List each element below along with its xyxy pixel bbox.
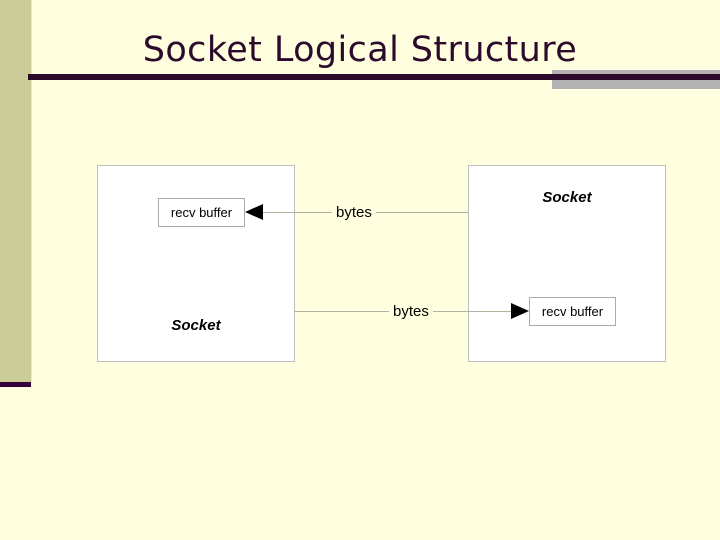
decorative-left-band xyxy=(0,0,31,382)
title-underline-rule xyxy=(28,74,720,80)
socket-label-left: Socket xyxy=(171,317,221,334)
decorative-band-edge xyxy=(31,0,32,382)
socket-label-right: Socket xyxy=(542,189,592,206)
arrow-left-icon xyxy=(245,204,263,220)
recv-buffer-box-right: recv buffer xyxy=(529,297,616,326)
socket-box-right xyxy=(468,165,666,362)
recv-buffer-box-left: recv buffer xyxy=(158,198,245,227)
connector-label-bytes-bottom: bytes xyxy=(389,303,433,320)
socket-box-left xyxy=(97,165,295,362)
page-title: Socket Logical Structure xyxy=(142,30,578,70)
connector-label-bytes-top: bytes xyxy=(332,204,376,221)
arrow-right-icon xyxy=(511,303,529,319)
decorative-left-band-foot xyxy=(0,382,31,387)
